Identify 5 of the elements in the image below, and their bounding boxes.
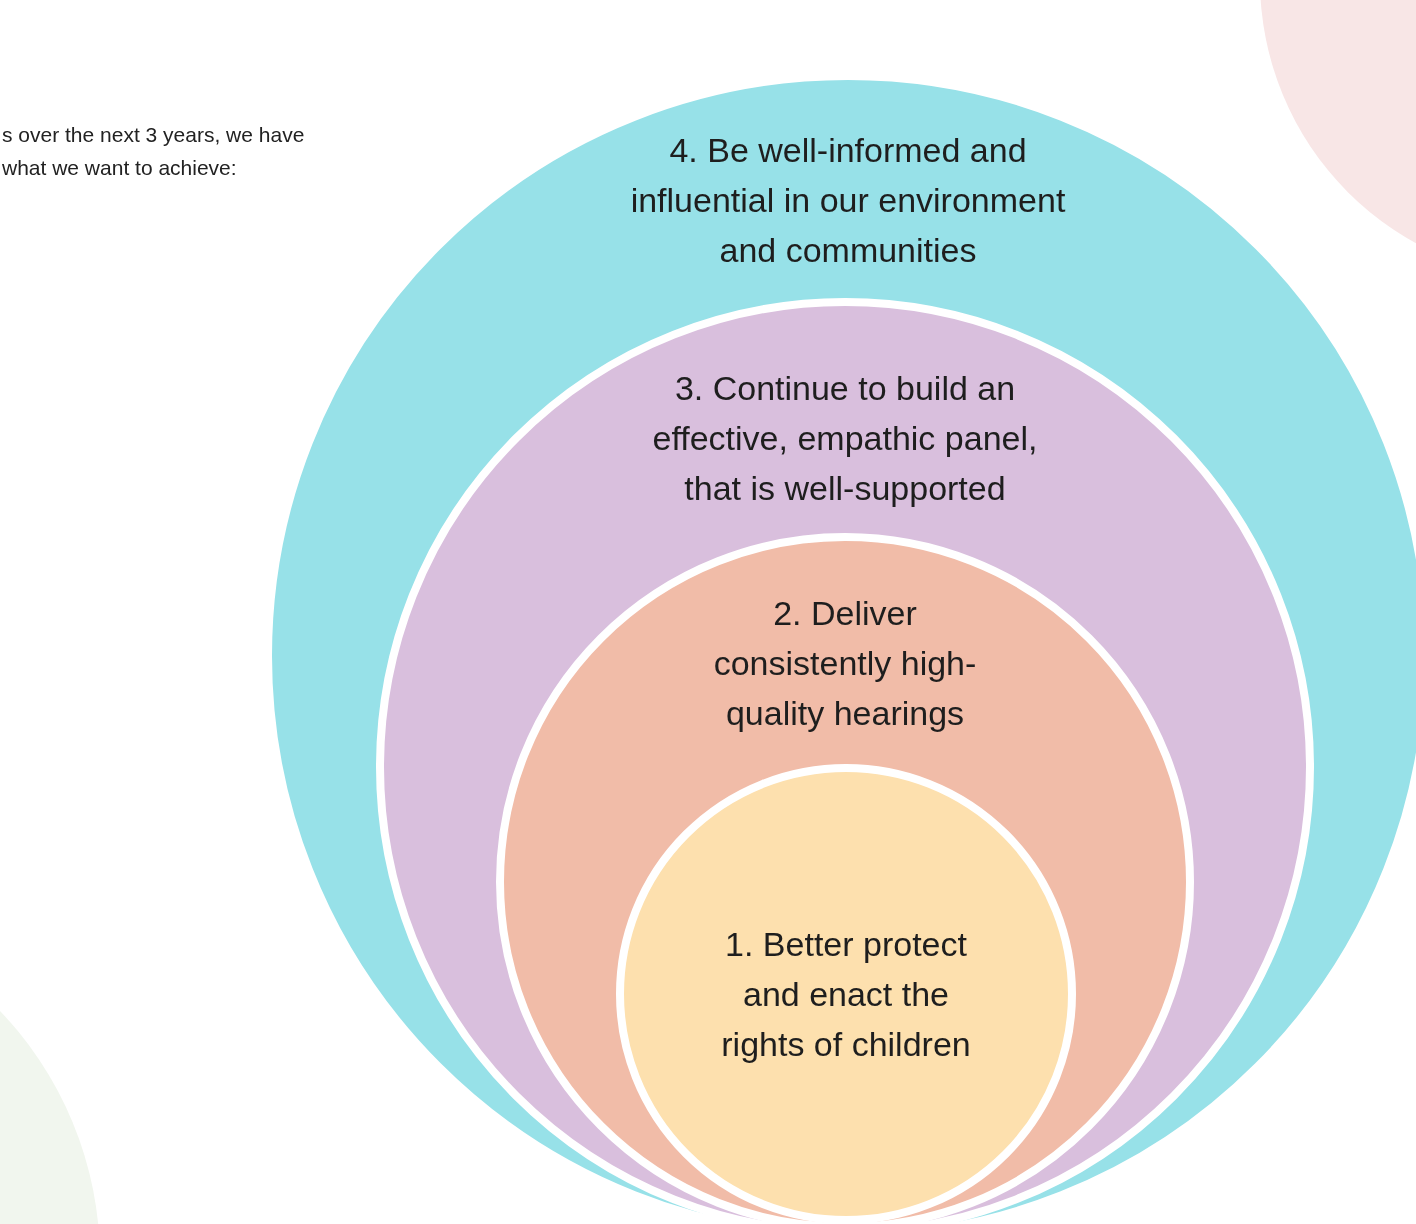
intro-paragraph: s over the next 3 years, we have what we want to achieve: (2, 122, 306, 181)
circle-label: 2. Deliver consistently high-quality hearings (712, 593, 978, 734)
circle-label: 1. Better protect and enact the rights of children (720, 924, 972, 1065)
circle-label: 4. Be well-informed and influential in our environment and communities (629, 130, 1067, 271)
circle-label: 3. Continue to build an effective, empathic panel, that is well-supported (651, 368, 1039, 509)
